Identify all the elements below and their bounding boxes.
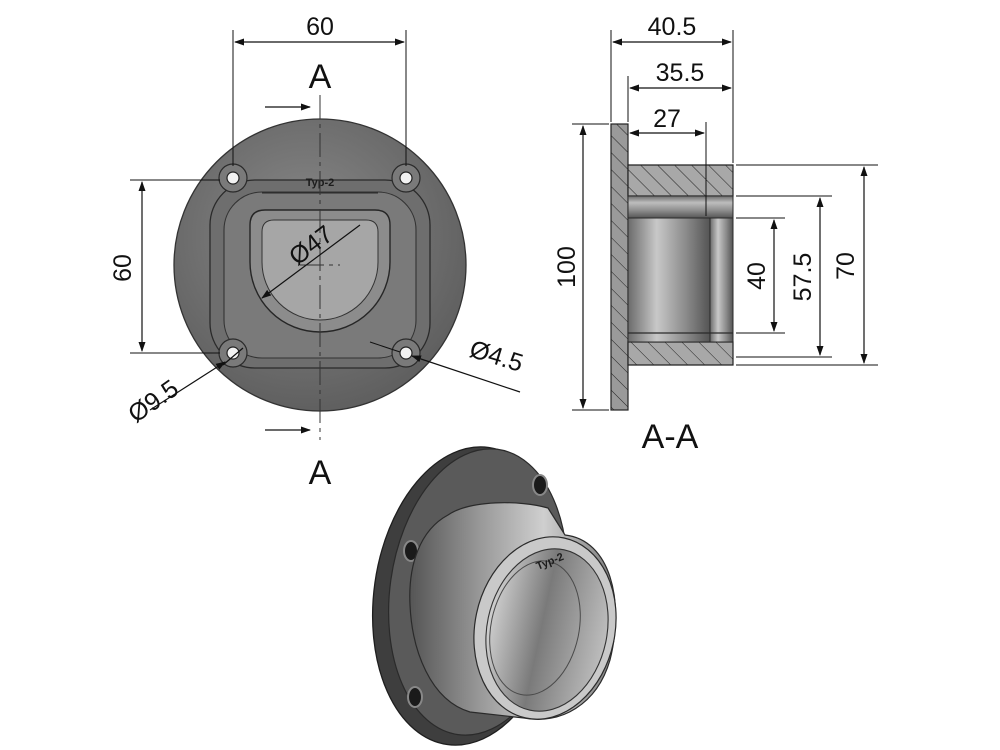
dim-width-text: 60	[306, 13, 334, 41]
mounting-hole-bl	[218, 338, 248, 368]
section-view: 40.5 35.5 27 100 40 57.5 70 A-A	[553, 13, 878, 456]
dim-counterbore-leader	[149, 361, 226, 411]
section-title: A-A	[642, 418, 699, 456]
iso-tube-bore-depth	[489, 560, 581, 696]
mounting-hole-tl	[218, 163, 248, 193]
section-tube-bottom-hatch	[628, 342, 733, 365]
iso-hole-bottom	[407, 686, 423, 708]
section-bore	[627, 217, 711, 343]
mounting-hole-br	[391, 338, 421, 368]
dim-inner-dia-leader	[261, 224, 361, 299]
dim-inner-bore-text: 40	[743, 262, 771, 290]
dim-hole-leader	[411, 355, 521, 393]
dim-tube-depth-text: 35.5	[656, 59, 705, 87]
section-label-bottom: A	[309, 454, 332, 492]
dim-inner-depth-text: 27	[653, 105, 681, 133]
dim-flange-text: 100	[553, 246, 581, 288]
section-label-top: A	[309, 58, 332, 96]
section-bore-step	[709, 217, 734, 343]
dim-outer-tube-text: 70	[832, 252, 860, 280]
dim-counterbore-text: Ø9.5	[123, 374, 183, 428]
dim-hole-leader-inner	[369, 341, 401, 353]
mounting-hole-tr	[391, 163, 421, 193]
dim-total-depth-text: 40.5	[648, 13, 697, 41]
section-flange-hatch	[611, 124, 628, 410]
dim-height-text: 60	[109, 254, 137, 282]
section-bore-upper	[627, 195, 734, 219]
iso-hole-top	[532, 474, 548, 496]
dim-mid-bore-text: 57.5	[789, 253, 817, 302]
iso-tube-bore	[485, 548, 609, 712]
section-tube-top-hatch	[628, 165, 733, 196]
iso-view: Typ-2	[371, 446, 617, 746]
dim-hole-text: Ø4.5	[466, 335, 526, 378]
dim-counterbore-tick	[222, 347, 244, 366]
front-view: Typ-2 A A 60	[109, 13, 526, 492]
